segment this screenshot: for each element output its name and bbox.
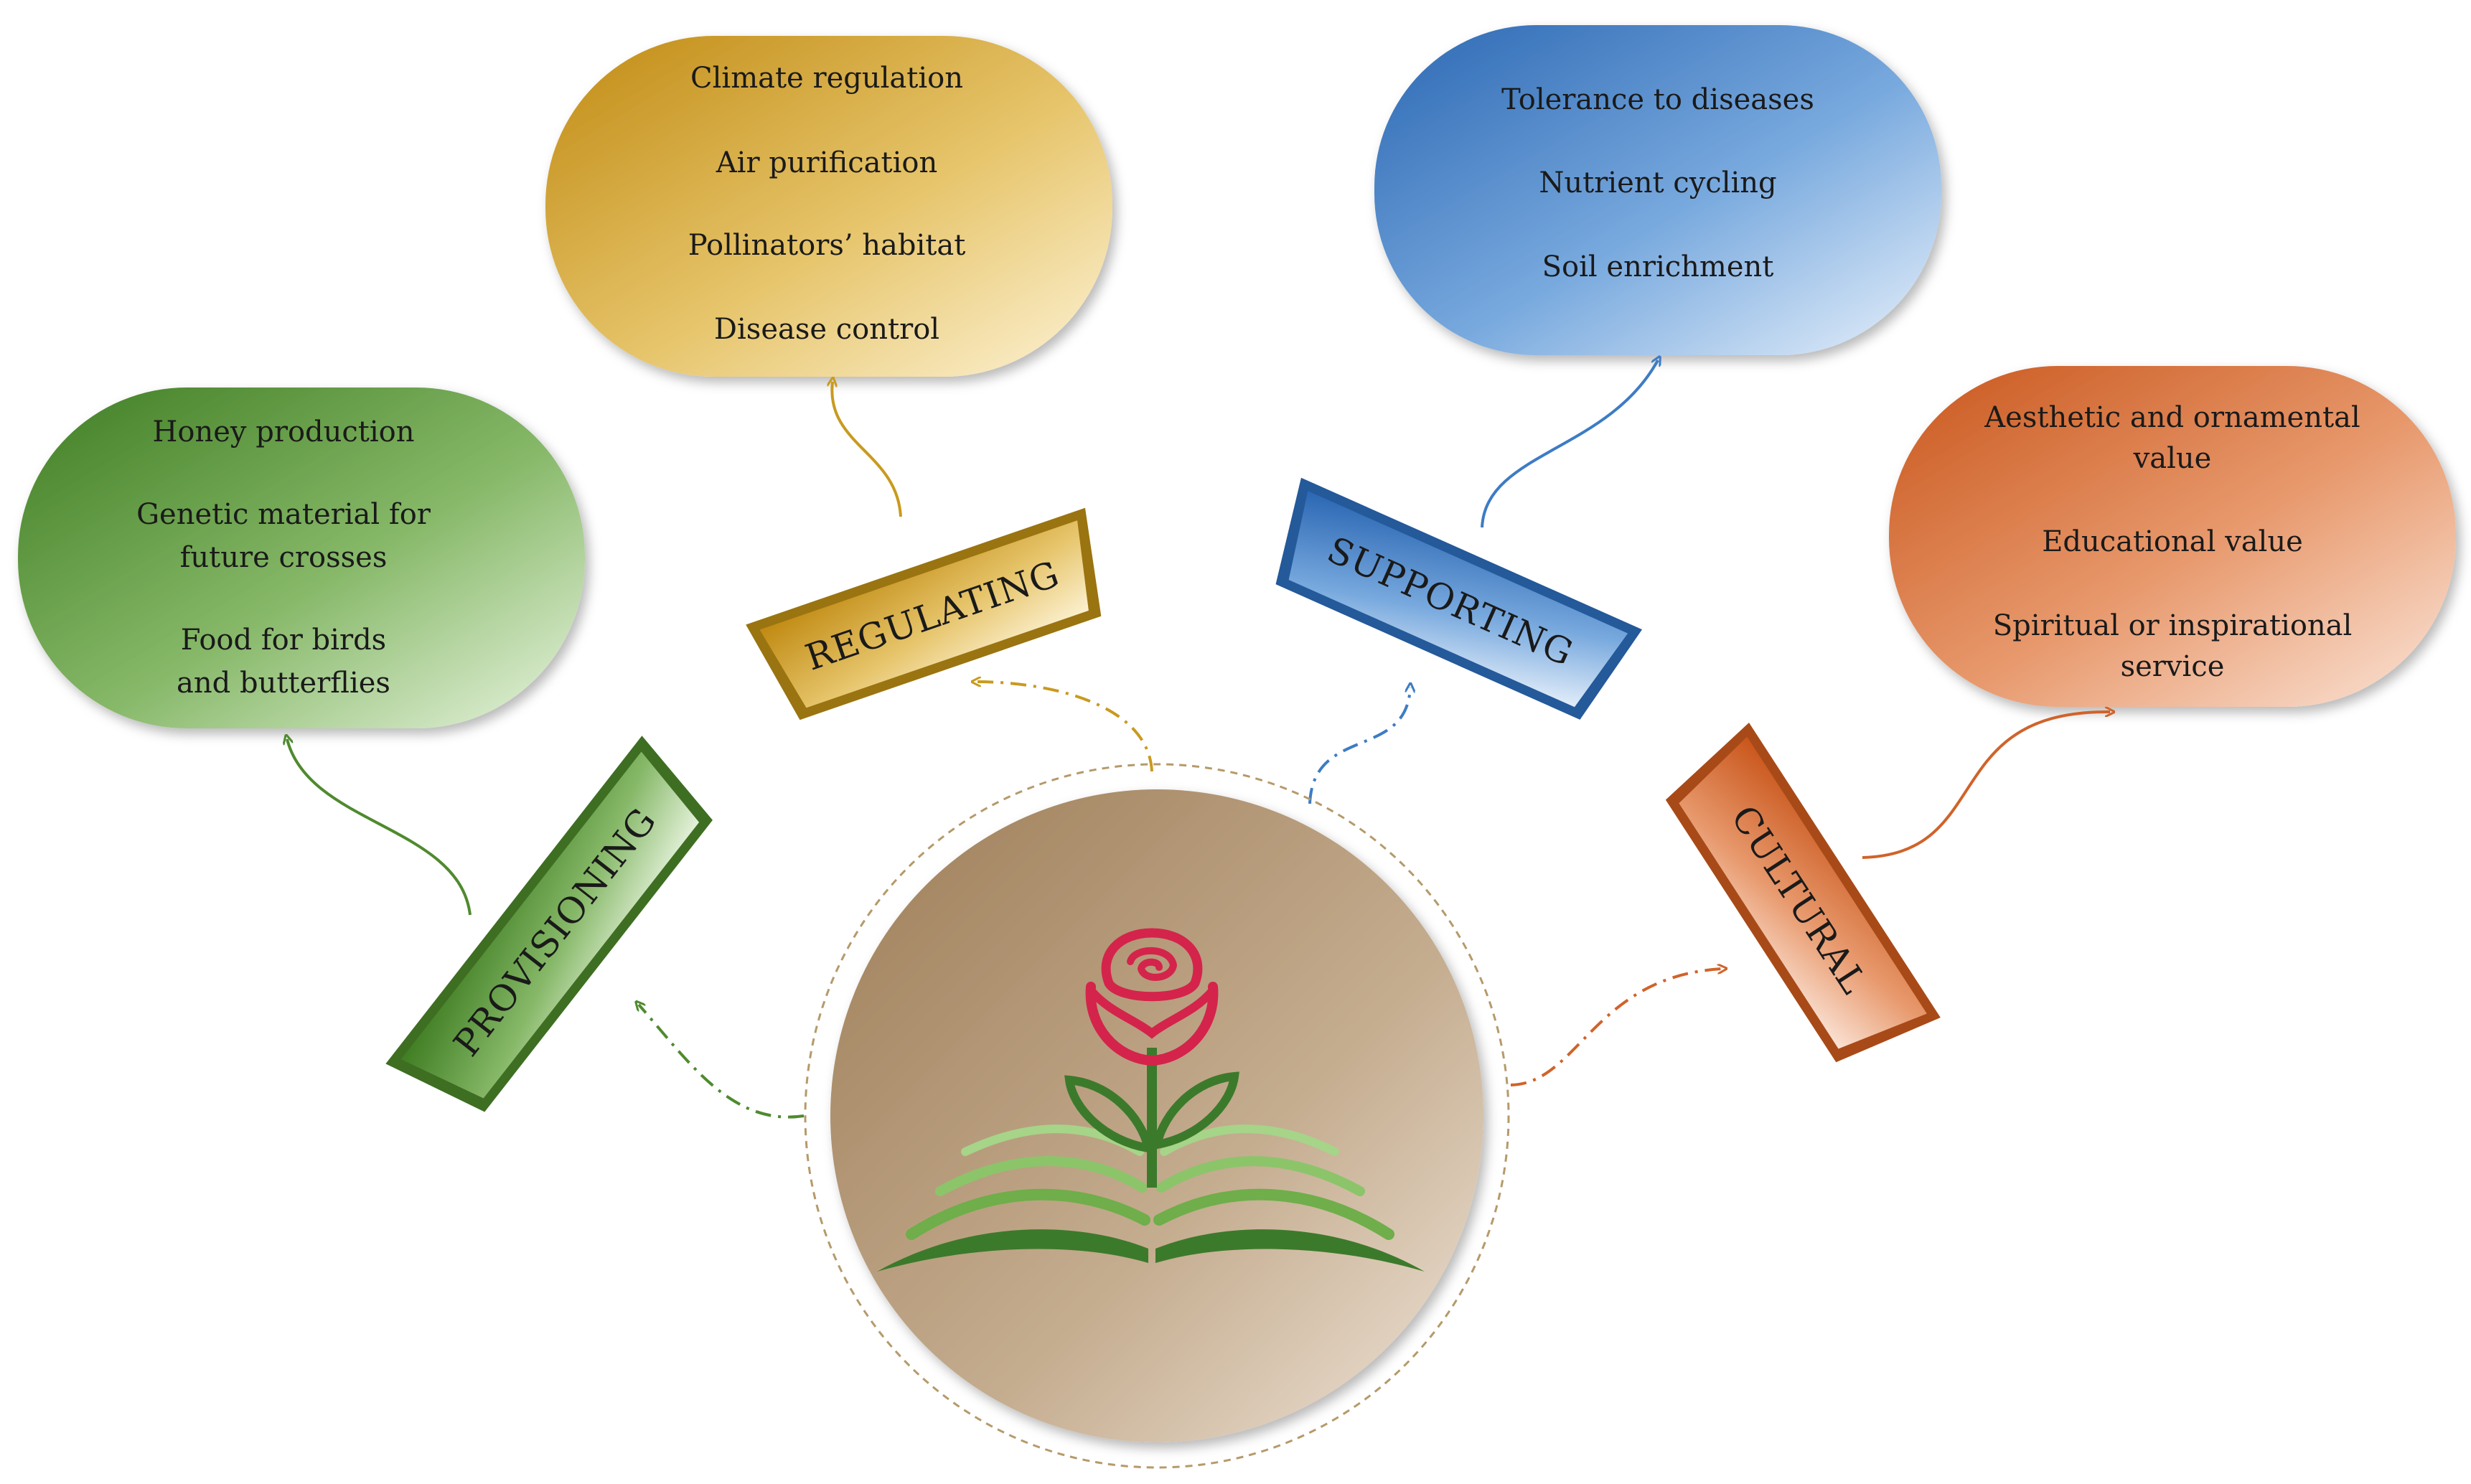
regulating-label: REGULATING: [746, 507, 1102, 720]
cultural-connector: [1510, 969, 1722, 1086]
cultural-item: Aesthetic and ornamental: [1984, 401, 2360, 434]
provisioning-arrow: [287, 739, 472, 916]
supporting-item: Nutrient cycling: [1539, 166, 1776, 199]
regulating-item: Air purification: [716, 146, 937, 179]
provisioning-item: Honey production: [153, 415, 415, 449]
supporting-arrow: [1481, 360, 1658, 528]
provisioning-connector: [639, 1005, 805, 1119]
regulating-arrow: [832, 382, 902, 517]
regulating-item: Pollinators’ habitat: [688, 229, 966, 262]
cultural-item: service: [2121, 650, 2225, 683]
supporting-label: SUPPORTING: [1275, 477, 1643, 720]
cultural-item: value: [2133, 442, 2212, 475]
regulating-item: Disease control: [714, 313, 939, 346]
cultural-item: Spiritual or inspirational: [1993, 609, 2353, 642]
supporting-connector: [1308, 687, 1410, 804]
cultural-label: CULTURAL: [1665, 723, 1941, 1063]
center-emblem: [804, 763, 1510, 1469]
outer-dashed-ring: [804, 763, 1510, 1469]
regulating-connector: [976, 682, 1153, 772]
supporting-item: Soil enrichment: [1542, 250, 1774, 283]
provisioning-services-box: Honey production Genetic material for fu…: [18, 388, 585, 728]
cultural-services-box: Aesthetic and ornamental value Education…: [1889, 366, 2456, 707]
supporting-item: Tolerance to diseases: [1501, 83, 1814, 116]
provisioning-label-text: PROVISIONING: [446, 800, 665, 1064]
provisioning-item: and butterflies: [177, 667, 390, 700]
provisioning-item: future crosses: [180, 541, 388, 574]
rose-on-open-book-icon: [877, 928, 1425, 1272]
cultural-arrow: [1862, 712, 2110, 859]
provisioning-label: PROVISIONING: [385, 736, 713, 1112]
provisioning-item: Genetic material for: [136, 498, 431, 531]
regulating-item: Climate regulation: [690, 62, 963, 95]
provisioning-item: Food for birds: [181, 624, 386, 657]
supporting-services-box: Tolerance to diseases Nutrient cycling S…: [1374, 25, 1941, 355]
regulating-services-box: Climate regulation Air purification Poll…: [545, 36, 1112, 377]
cultural-item: Educational value: [2042, 525, 2303, 558]
